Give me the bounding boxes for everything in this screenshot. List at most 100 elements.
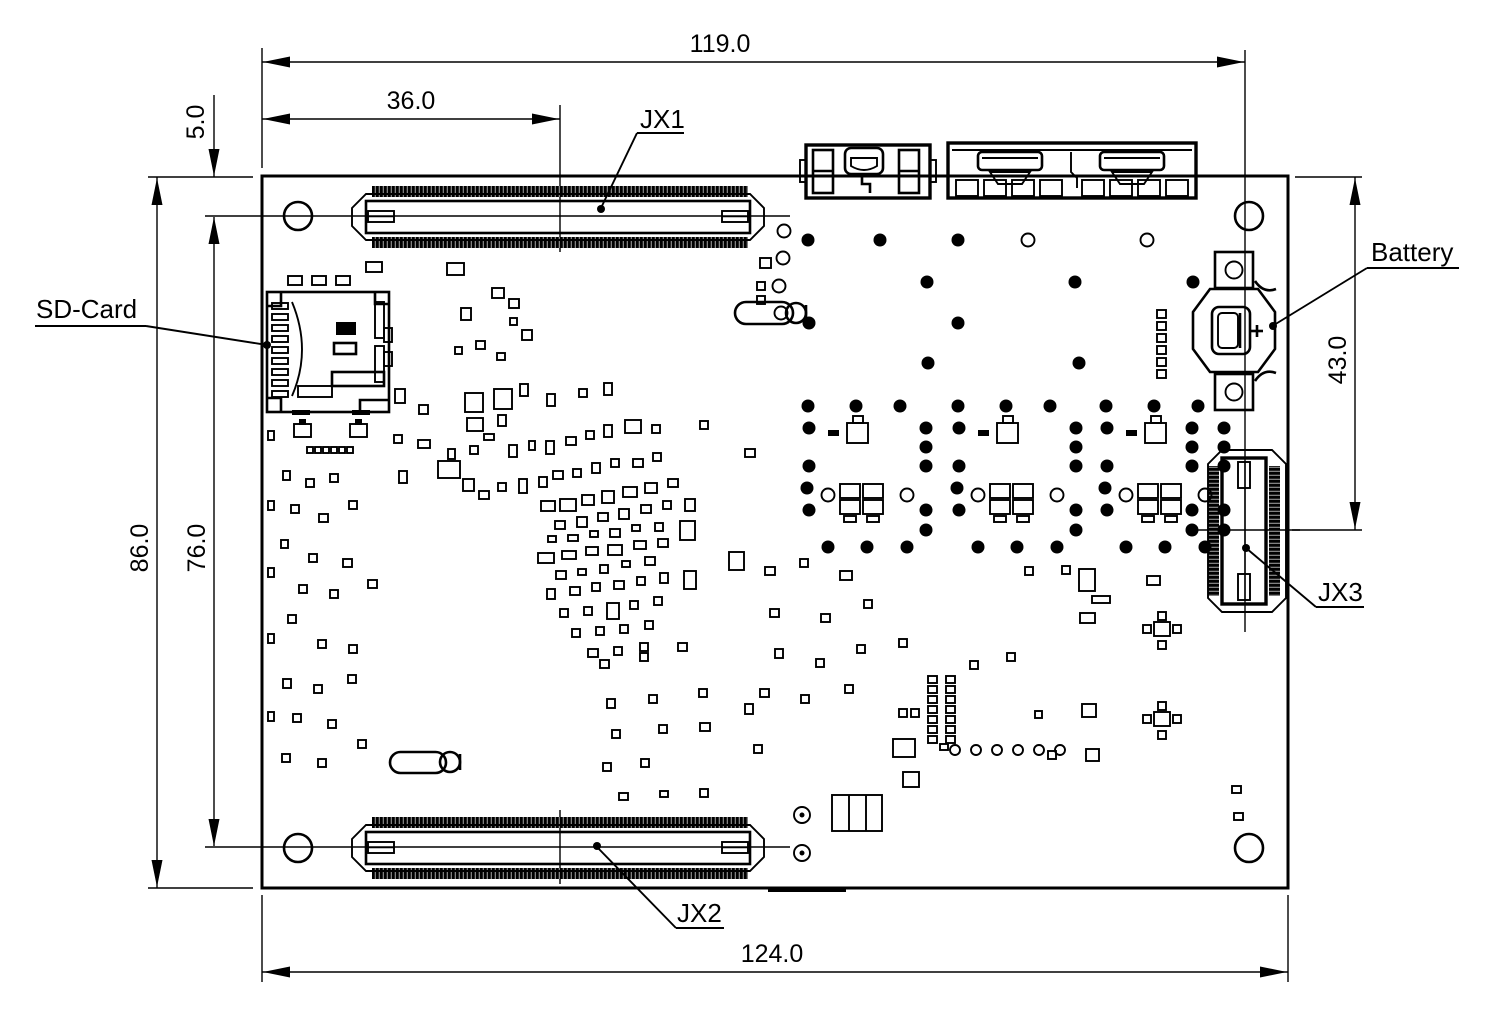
component-rect <box>659 572 669 584</box>
test-point <box>949 744 961 756</box>
dim-5-value: 5.0 <box>182 105 210 140</box>
via-ring <box>1139 232 1155 248</box>
component-rect <box>497 414 507 427</box>
component-rect <box>546 588 556 600</box>
via-dot <box>1069 503 1083 517</box>
component-rect <box>927 725 938 734</box>
via-dot <box>920 275 934 289</box>
component-rect <box>559 608 569 618</box>
component-rect <box>292 713 302 723</box>
component-rect <box>417 439 431 449</box>
component-rect <box>305 478 315 488</box>
label-jx3: JX3 <box>1242 544 1364 608</box>
dim-36-value: 36.0 <box>387 87 436 115</box>
via-ring <box>771 278 787 294</box>
component-pad <box>768 887 846 892</box>
component-rect <box>493 388 513 410</box>
component-rect <box>644 482 658 494</box>
component-rect <box>267 430 275 441</box>
component-rect <box>346 446 354 454</box>
component-rect <box>603 382 613 396</box>
component-rect <box>322 446 330 454</box>
component-rect <box>644 620 654 630</box>
component-rect <box>639 642 649 652</box>
component-rect <box>583 606 593 616</box>
component-rect <box>927 695 938 704</box>
component-rect <box>863 599 873 609</box>
component-rect <box>585 430 595 440</box>
component-rect <box>993 515 1007 523</box>
component-rect <box>597 512 609 522</box>
fiducial-ring <box>793 844 811 862</box>
component-rect <box>839 483 861 499</box>
component-rect <box>839 570 853 581</box>
via-dot <box>800 481 814 495</box>
component-rect <box>699 788 709 798</box>
via-dot <box>971 540 985 554</box>
component-rect <box>540 500 556 512</box>
component-rect <box>684 498 696 512</box>
label-jx1: JX1 <box>597 104 685 213</box>
dimension-86: 86.0 <box>126 177 253 889</box>
via-dot <box>919 459 933 473</box>
component-rect <box>509 317 518 326</box>
component-rect <box>945 715 956 724</box>
mounting-hole-bottom-left <box>282 832 314 864</box>
dimension-124: 124.0 <box>261 895 1289 982</box>
repeated-circuit-blocks <box>800 399 1231 554</box>
via-dot <box>1185 459 1199 473</box>
component-rect <box>418 404 429 415</box>
component-rect <box>753 744 763 754</box>
component-rect <box>927 705 938 714</box>
top-connector-right-feet <box>955 179 1189 197</box>
component-rect <box>658 724 668 734</box>
component-rect <box>1079 612 1096 624</box>
via-dot <box>1191 399 1205 413</box>
component-rect <box>756 295 766 305</box>
via-dot <box>801 399 815 413</box>
component-rect <box>491 287 505 299</box>
fiducial-ring <box>793 806 811 824</box>
component-rect <box>662 500 672 510</box>
top-connector-right <box>946 141 1198 200</box>
circuit-block <box>950 399 1083 554</box>
top-connector-left <box>799 143 937 200</box>
component-rect <box>632 458 644 468</box>
component-rect <box>518 478 528 494</box>
component-rect <box>843 515 857 523</box>
component-rect <box>559 498 577 512</box>
component-rect <box>589 530 599 538</box>
component-rect <box>1047 750 1057 760</box>
component-rect <box>744 703 754 715</box>
component-rect <box>290 504 300 514</box>
via-ring <box>775 250 791 266</box>
dim-119-value: 119.0 <box>690 30 751 58</box>
component-rect <box>547 535 557 543</box>
component-rect <box>677 642 688 652</box>
component-rect <box>945 725 956 734</box>
component-rect <box>280 539 289 549</box>
component-rect <box>611 729 621 739</box>
component-rect <box>595 626 605 636</box>
component-rect <box>927 675 938 684</box>
component-rect <box>469 445 479 455</box>
component-rect <box>537 552 555 564</box>
component-rect <box>327 719 337 729</box>
component-rect <box>347 674 357 684</box>
component-rect <box>631 524 641 532</box>
via-dot <box>1072 356 1086 370</box>
component-rect <box>318 513 329 523</box>
via-dot <box>1217 503 1231 517</box>
via-ring <box>1020 232 1036 248</box>
via-dot <box>1100 503 1114 517</box>
via-dot <box>952 459 966 473</box>
via-ring <box>1197 487 1213 503</box>
via-dot <box>951 399 965 413</box>
component-rect <box>945 685 956 694</box>
component-rect <box>267 633 275 644</box>
via-dot <box>802 421 816 435</box>
component-rect <box>622 486 638 498</box>
via-ring <box>1118 487 1134 503</box>
component-rect <box>651 424 661 434</box>
